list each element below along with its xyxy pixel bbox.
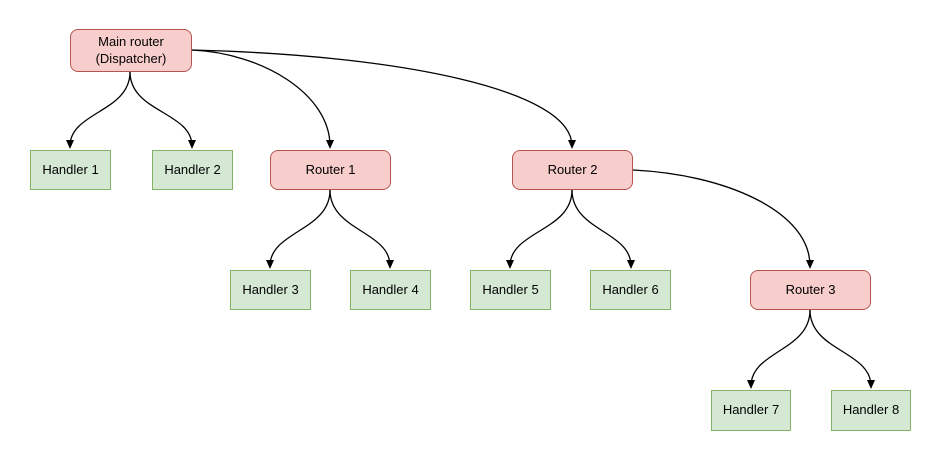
edge-main-router-to-handler-2 <box>129 71 196 149</box>
node-main-router: Main router (Dispatcher) <box>70 29 192 72</box>
node-router-3: Router 3 <box>750 270 871 310</box>
edge-main-router-to-handler-1 <box>66 71 131 149</box>
edge-router-1-to-handler-4 <box>329 189 394 269</box>
node-handler-7: Handler 7 <box>711 390 791 431</box>
edge-router-1-to-handler-3 <box>266 189 331 269</box>
node-handler-3: Handler 3 <box>230 270 311 310</box>
node-handler-5: Handler 5 <box>470 270 551 310</box>
edge-router-3-to-handler-7 <box>747 309 811 389</box>
edge-router-2-to-handler-5 <box>506 189 573 269</box>
edge-main-router-to-router-2 <box>191 49 576 149</box>
node-handler-1: Handler 1 <box>30 150 111 190</box>
node-router-1: Router 1 <box>270 150 391 190</box>
edge-router-2-to-handler-6 <box>571 189 635 269</box>
node-router-2: Router 2 <box>512 150 633 190</box>
node-handler-8: Handler 8 <box>831 390 911 431</box>
node-handler-6: Handler 6 <box>590 270 671 310</box>
node-handler-2: Handler 2 <box>152 150 233 190</box>
edge-router-3-to-handler-8 <box>809 309 875 389</box>
node-handler-4: Handler 4 <box>350 270 431 310</box>
edge-router-2-to-router-3 <box>632 169 814 269</box>
edge-main-router-to-router-1 <box>191 49 334 149</box>
